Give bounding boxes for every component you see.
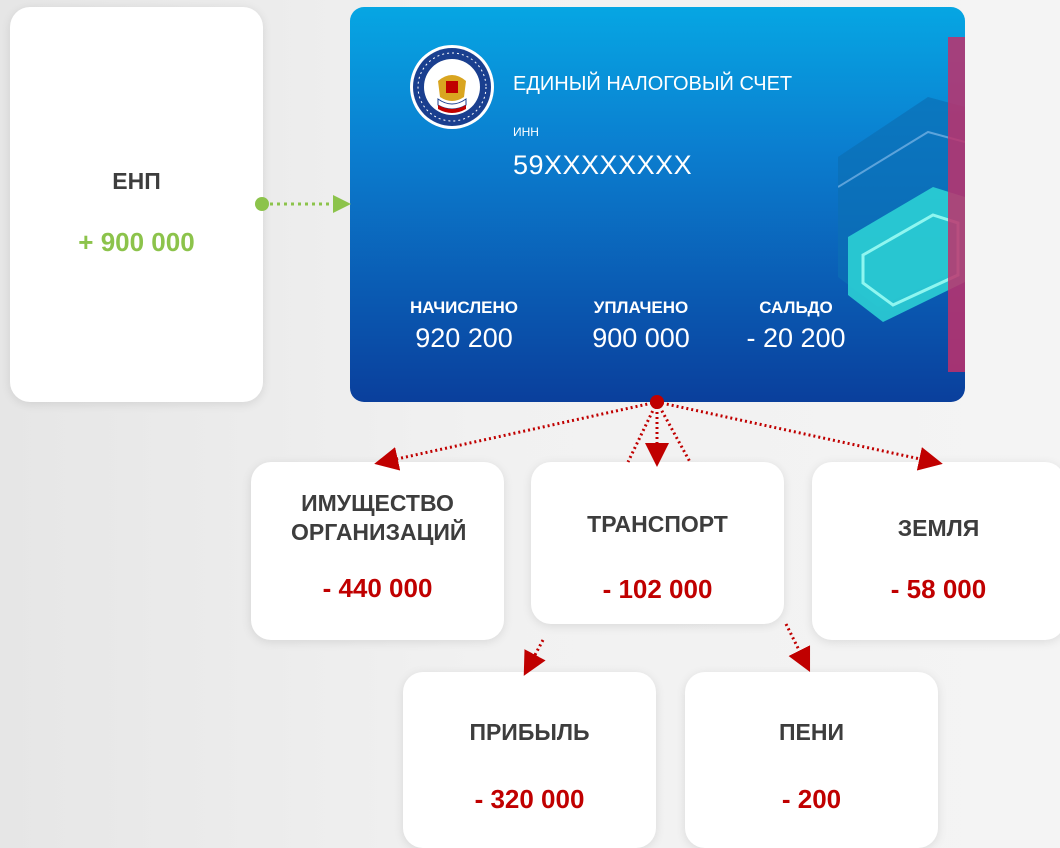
enp-box: ЕНП + 900 000 <box>10 7 263 402</box>
tax-account-card: ЕДИНЫЙ НАЛОГОВЫЙ СЧЕТ ИНН 59XXXXXXXX НАЧ… <box>350 7 965 402</box>
card-title: ЕДИНЫЙ НАЛОГОВЫЙ СЧЕТ <box>513 73 793 95</box>
fns-emblem-icon <box>410 45 494 129</box>
tax-property-label: ИМУЩЕСТВО ОРГАНИЗАЦИЙ <box>291 490 467 545</box>
stat-balance-label: САЛЬДО <box>759 298 833 317</box>
enp-arrow-icon <box>255 195 351 213</box>
tax-land-value: - 58 000 <box>890 574 987 604</box>
tax-box-transport: ТРАНСПОРТ - 102 000 <box>531 462 784 624</box>
tax-box-penalty: ПЕНИ - 200 <box>685 672 938 848</box>
tax-land-label: ЗЕМЛЯ <box>897 515 980 541</box>
enp-value: + 900 000 <box>78 227 195 257</box>
tax-penalty-label: ПЕНИ <box>778 719 844 745</box>
stat-balance-value: - 20 200 <box>746 323 846 353</box>
stat-accrued-label: НАЧИСЛЕНО <box>409 298 519 317</box>
stat-paid-value: 900 000 <box>592 323 690 353</box>
tax-box-profit: ПРИБЫЛЬ - 320 000 <box>403 672 656 848</box>
stat-accrued-value: 920 200 <box>415 323 513 353</box>
inn-label: ИНН <box>513 125 539 139</box>
tax-profit-value: - 320 000 <box>474 784 585 814</box>
stat-balance: САЛЬДО - 20 200 <box>726 298 866 354</box>
tax-profit-label: ПРИБЫЛЬ <box>469 719 590 745</box>
inn-value: 59XXXXXXXX <box>513 150 693 180</box>
tax-box-land: ЗЕМЛЯ - 58 000 <box>812 462 1060 640</box>
stat-paid-label: УПЛАЧЕНО <box>593 298 689 317</box>
tax-penalty-value: - 200 <box>781 784 842 814</box>
stat-accrued: НАЧИСЛЕНО 920 200 <box>394 298 534 354</box>
enp-label: ЕНП <box>112 168 161 194</box>
tax-transport-value: - 102 000 <box>602 574 713 604</box>
tax-box-property: ИМУЩЕСТВО ОРГАНИЗАЦИЙ - 440 000 <box>251 462 504 640</box>
tax-transport-label: ТРАНСПОРТ <box>587 511 728 537</box>
card-decoration <box>838 37 965 372</box>
tax-property-value: - 440 000 <box>322 573 433 603</box>
stat-paid: УПЛАЧЕНО 900 000 <box>571 298 711 354</box>
